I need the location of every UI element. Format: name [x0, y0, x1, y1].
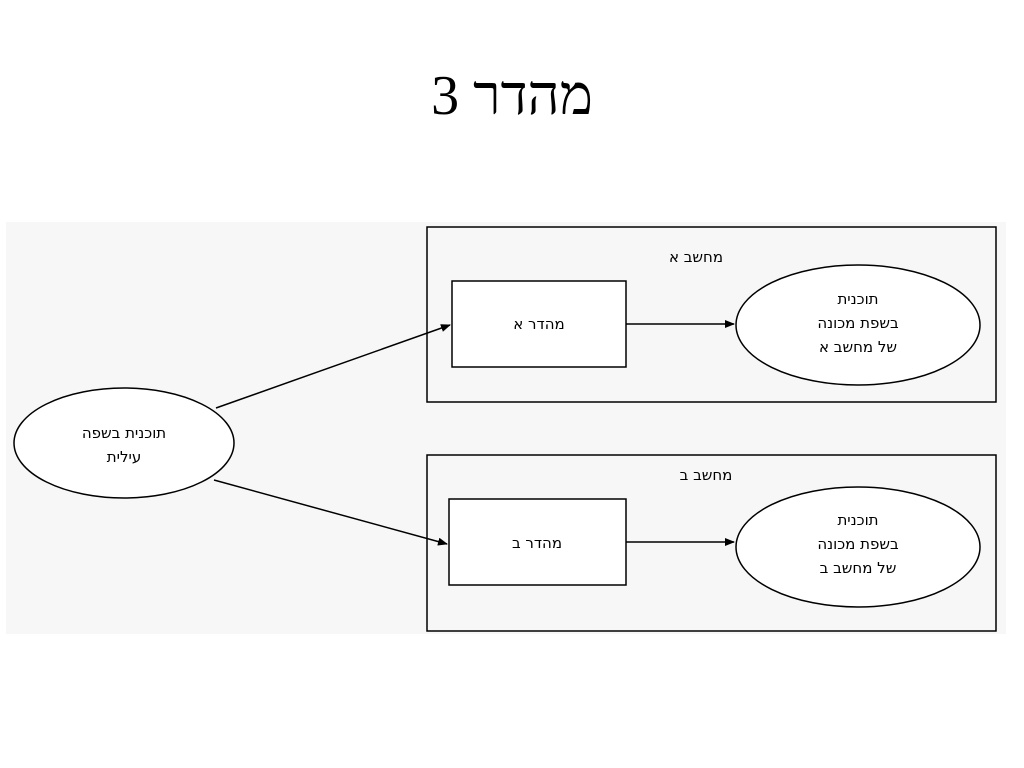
- output-a-line1: תוכנית: [837, 290, 878, 308]
- arrow-source-to-compiler-a: [215, 324, 451, 409]
- compiler-a-box: [451, 280, 627, 368]
- output-program-b-ellipse: [735, 486, 981, 608]
- source-program-ellipse: [13, 387, 235, 499]
- compiler-b-label: מהדר ב: [512, 534, 562, 552]
- source-program-line1: תוכנית בשפה: [82, 424, 166, 442]
- computer-a-container: [426, 226, 997, 403]
- source-program-line2: עילית: [107, 448, 141, 466]
- compiler-a-label: מהדר א: [513, 315, 564, 333]
- slide-title: מהדר 3: [431, 65, 593, 127]
- output-b-line1: תוכנית: [837, 511, 878, 529]
- diagram-panel: מחשב א מהדר א תוכנית בשפת מכונה של מחשב …: [6, 222, 1006, 634]
- output-b-line3: של מחשב ב: [820, 559, 897, 577]
- output-a-line2: בשפת מכונה: [817, 314, 899, 332]
- arrow-source-to-compiler-b: [213, 479, 448, 546]
- output-b-line2: בשפת מכונה: [817, 535, 899, 553]
- output-a-line3: של מחשב א: [819, 338, 897, 356]
- compiler-b-box: [448, 498, 627, 586]
- computer-a-label: מחשב א: [669, 248, 723, 266]
- computer-b-container: [426, 454, 997, 632]
- compilation-diagram: מחשב א מהדר א תוכנית בשפת מכונה של מחשב …: [13, 226, 997, 632]
- output-program-a-ellipse: [735, 264, 981, 386]
- computer-b-label: מחשב ב: [680, 466, 733, 484]
